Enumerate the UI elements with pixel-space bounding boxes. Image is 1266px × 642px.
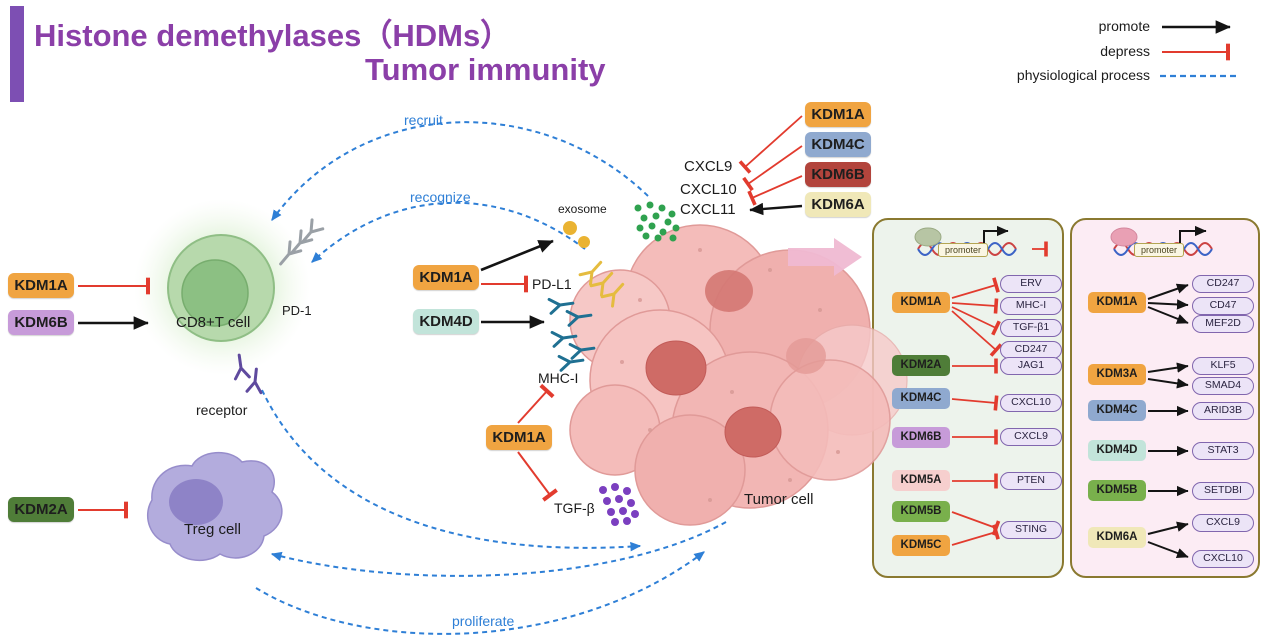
target-pill-cxcl9: CXCL9 [1000, 428, 1062, 446]
pd1-label: PD-1 [282, 303, 312, 318]
mhc1-label: MHC-I [538, 370, 579, 386]
legend-depress-label: depress [1100, 43, 1150, 59]
tcr-receptor-icons [230, 352, 265, 395]
target-pill-jag1: JAG1 [1000, 357, 1062, 375]
target-pill-mhc1: MHC-I [1000, 297, 1062, 315]
target-pill-pten: PTEN [1000, 472, 1062, 490]
chemokine-connectors [738, 115, 803, 216]
cxcl9-label: CXCL9 [684, 158, 733, 175]
title-accent-bar [10, 6, 24, 102]
recognize-label: recognize [410, 189, 471, 205]
promote-kdm4d-badge: KDM4D [1088, 440, 1146, 461]
legend-promote-label: promote [1098, 18, 1150, 34]
target-pill-cd247-2: CD247 [1192, 275, 1254, 293]
page-title: Histone demethylases（HDMs） [34, 18, 512, 53]
target-pill-setdbi: SETDBI [1192, 482, 1254, 500]
promote-kdm6a-badge: KDM6A [1088, 527, 1146, 548]
pdl1-ligand-icons [578, 256, 630, 308]
tgfb-label: TGF-β [554, 500, 595, 516]
repress-kdm5b-badge: KDM5B [892, 501, 950, 522]
target-pill-arid3b: ARID3B [1192, 402, 1254, 420]
pdl1-label: PD-L1 [532, 276, 572, 292]
legend-symbols [1160, 20, 1236, 78]
tumor-treg-arc [270, 521, 727, 577]
chemokine-dots [634, 201, 680, 242]
recruit-label: recruit [404, 112, 443, 128]
target-pill-tgfb1: TGF-β1 [1000, 319, 1062, 337]
promote-promoter-label: promoter [1134, 243, 1184, 257]
kdm1a-chemokine-badge: KDM1A [805, 102, 871, 127]
pd1-receptor-icons [273, 218, 325, 270]
target-pill-klf5: KLF5 [1192, 357, 1254, 375]
target-pill-smad4: SMAD4 [1192, 377, 1254, 395]
proliferate-label: proliferate [452, 613, 515, 629]
to-panels-arrow [788, 238, 862, 276]
cxcl10-label: CXCL10 [680, 181, 737, 198]
treg-cell [147, 451, 283, 562]
repress-kdm6b-badge: KDM6B [892, 427, 950, 448]
kdm6b-chemokine-badge: KDM6B [805, 162, 871, 187]
receptor-label: receptor [196, 402, 248, 418]
promote-kdm1a-badge: KDM1A [1088, 292, 1146, 313]
exosome-dots [563, 221, 590, 248]
target-pill-sting: STING [1000, 521, 1062, 539]
target-pill-cd247: CD247 [1000, 341, 1062, 359]
cxcl11-label: CXCL11 [680, 201, 736, 218]
process-arcs [255, 121, 727, 635]
target-pill-cxcl9-2: CXCL9 [1192, 514, 1254, 532]
tumor-cell [569, 224, 908, 526]
promote-kdm4c-badge: KDM4C [1088, 400, 1146, 421]
repress-kdm2a-badge: KDM2A [892, 355, 950, 376]
exosome-label: exosome [558, 202, 607, 216]
repress-kdm4c-badge: KDM4C [892, 388, 950, 409]
tumor-cell-label: Tumor cell [744, 491, 814, 508]
repress-kdm5c-badge: KDM5C [892, 535, 950, 556]
target-pill-stat3: STAT3 [1192, 442, 1254, 460]
target-pill-cxcl10-2: CXCL10 [1192, 550, 1254, 568]
tgfb-dots [599, 483, 639, 526]
kdm1a-cd8-badge: KDM1A [8, 273, 74, 298]
target-pill-mef2d: MEF2D [1192, 315, 1254, 333]
main-connectors [78, 239, 558, 519]
repress-kdm5a-badge: KDM5A [892, 470, 950, 491]
kdm2a-treg-badge: KDM2A [8, 497, 74, 522]
repress-promoter-label: promoter [938, 243, 988, 257]
kdm6b-cd8-badge: KDM6B [8, 310, 74, 335]
receptor-tumor-arc [261, 389, 642, 552]
cd8-cell-label: CD8+T cell [176, 314, 251, 331]
repress-kdm1a-badge: KDM1A [892, 292, 950, 313]
kdm4d-mhc1-badge: KDM4D [413, 309, 479, 334]
kdm1a-pdl1-badge: KDM1A [413, 265, 479, 290]
page-subtitle: Tumor immunity [365, 52, 606, 87]
cd8-t-cell [134, 199, 310, 375]
kdm1a-tgfb-badge: KDM1A [486, 425, 552, 450]
promote-kdm3a-badge: KDM3A [1088, 364, 1146, 385]
promote-kdm5b-badge: KDM5B [1088, 480, 1146, 501]
kdm6a-chemokine-badge: KDM6A [805, 192, 871, 217]
target-pill-cxcl10: CXCL10 [1000, 394, 1062, 412]
mhc1-icons [547, 294, 597, 372]
legend-process-label: physiological process [1016, 67, 1150, 83]
kdm4c-chemokine-badge: KDM4C [805, 132, 871, 157]
target-pill-cd47: CD47 [1192, 297, 1254, 315]
treg-cell-label: Treg cell [184, 521, 241, 538]
recognize-arc [311, 201, 586, 263]
target-pill-erv: ERV [1000, 275, 1062, 293]
